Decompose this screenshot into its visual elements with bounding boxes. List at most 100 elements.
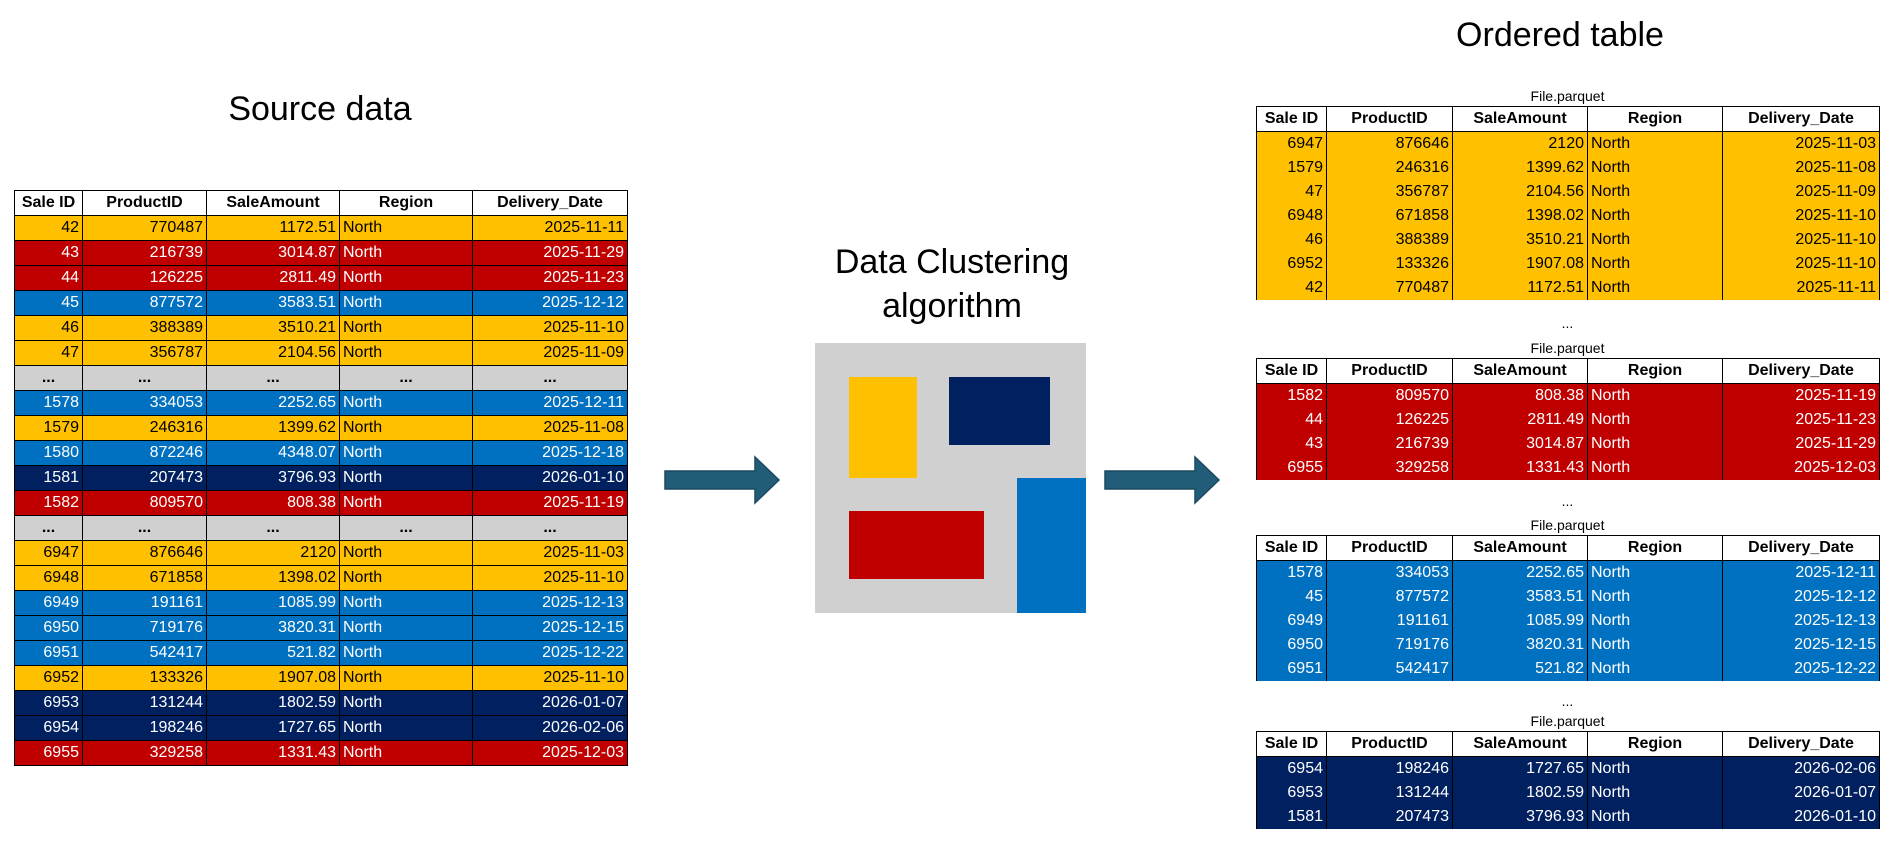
table-cell: North xyxy=(1587,156,1723,180)
table-cell: North xyxy=(339,665,473,691)
table-cell: ... xyxy=(339,365,473,391)
table-cell: 131244 xyxy=(1326,781,1453,805)
table-cell: 2104.56 xyxy=(1452,180,1588,204)
header-delivery-date: Delivery_Date xyxy=(1722,106,1880,132)
header-row: Sale ID ProductID SaleAmount Region Deli… xyxy=(14,190,628,216)
header-product-id: ProductID xyxy=(1326,731,1453,757)
header-product-id: ProductID xyxy=(82,190,207,216)
table-cell: 133326 xyxy=(82,665,207,691)
source-table: Sale ID ProductID SaleAmount Region Deli… xyxy=(14,190,628,766)
right-arrow-icon xyxy=(1104,455,1221,505)
header-region: Region xyxy=(1587,731,1723,757)
ellipsis-separator: ... xyxy=(1561,315,1574,331)
table-cell: 2025-12-15 xyxy=(472,615,628,641)
table-cell: 2025-11-10 xyxy=(472,315,628,341)
table-cell: 521.82 xyxy=(1452,657,1588,681)
table-cell: North xyxy=(339,740,473,766)
table-cell: 46 xyxy=(1256,228,1327,252)
table-cell: 2025-11-10 xyxy=(472,565,628,591)
table-cell: 329258 xyxy=(82,740,207,766)
table-cell: 334053 xyxy=(82,390,207,416)
table-cell: 2104.56 xyxy=(206,340,340,366)
table-cell: ... xyxy=(472,365,628,391)
header-sale-id: Sale ID xyxy=(1256,535,1327,561)
table-cell: 1727.65 xyxy=(206,715,340,741)
header-product-id: ProductID xyxy=(1326,106,1453,132)
table-cell: 45 xyxy=(1256,585,1327,609)
table-cell: 207473 xyxy=(82,465,207,491)
table-cell: 1331.43 xyxy=(1452,456,1588,480)
cluster-block-red xyxy=(849,511,984,579)
table-cell: 876646 xyxy=(1326,131,1453,156)
table-cell: 872246 xyxy=(82,440,207,466)
table-cell: 6952 xyxy=(1256,252,1327,276)
table-cell: North xyxy=(1587,131,1723,156)
table-cell: 329258 xyxy=(1326,456,1453,480)
table-cell: 2025-12-03 xyxy=(1722,456,1880,480)
table-cell: 334053 xyxy=(1326,560,1453,585)
table-cell: 671858 xyxy=(82,565,207,591)
table-cell: 808.38 xyxy=(1452,383,1588,408)
table-cell: 2811.49 xyxy=(1452,408,1588,432)
table-cell: 2025-11-10 xyxy=(1722,204,1880,228)
table-cell: 6948 xyxy=(1256,204,1327,228)
table-cell: 1581 xyxy=(1256,805,1327,829)
table-cell: North xyxy=(1587,781,1723,805)
table-cell: North xyxy=(339,565,473,591)
table-cell: ... xyxy=(206,365,340,391)
table-cell: North xyxy=(339,640,473,666)
table-cell: 770487 xyxy=(1326,276,1453,300)
table-cell: North xyxy=(1587,383,1723,408)
table-cell: 2025-12-12 xyxy=(472,290,628,316)
table-cell: North xyxy=(339,490,473,516)
table-cell: 809570 xyxy=(1326,383,1453,408)
table-cell: 1399.62 xyxy=(206,415,340,441)
table-cell: 191161 xyxy=(1326,609,1453,633)
table-cell: ... xyxy=(82,365,207,391)
table-cell: 191161 xyxy=(82,590,207,616)
table-cell: 671858 xyxy=(1326,204,1453,228)
table-cell: North xyxy=(339,215,473,241)
algorithm-title-line1: Data Clustering xyxy=(834,243,1070,281)
table-cell: 45 xyxy=(14,290,83,316)
header-delivery-date: Delivery_Date xyxy=(1722,535,1880,561)
table-cell: ... xyxy=(14,515,83,541)
table-cell: 3796.93 xyxy=(206,465,340,491)
table-cell: 3796.93 xyxy=(1452,805,1588,829)
table-cell: ... xyxy=(82,515,207,541)
table-cell: 2025-11-08 xyxy=(1722,156,1880,180)
table-cell: 3014.87 xyxy=(1452,432,1588,456)
table-cell: 6953 xyxy=(14,690,83,716)
header-sale-amount: SaleAmount xyxy=(1452,358,1588,384)
table-cell: 126225 xyxy=(1326,408,1453,432)
table-cell: 2026-01-07 xyxy=(472,690,628,716)
table-cell: 6955 xyxy=(1256,456,1327,480)
table-cell: 1579 xyxy=(14,415,83,441)
table-cell: 42 xyxy=(1256,276,1327,300)
table-cell: North xyxy=(1587,633,1723,657)
table-cell: North xyxy=(339,715,473,741)
table-cell: 1172.51 xyxy=(1452,276,1588,300)
table-cell: 1907.08 xyxy=(206,665,340,691)
table-cell: North xyxy=(1587,252,1723,276)
table-cell: 6951 xyxy=(14,640,83,666)
file-label: File.parquet xyxy=(1530,517,1605,533)
table-cell: ... xyxy=(339,515,473,541)
